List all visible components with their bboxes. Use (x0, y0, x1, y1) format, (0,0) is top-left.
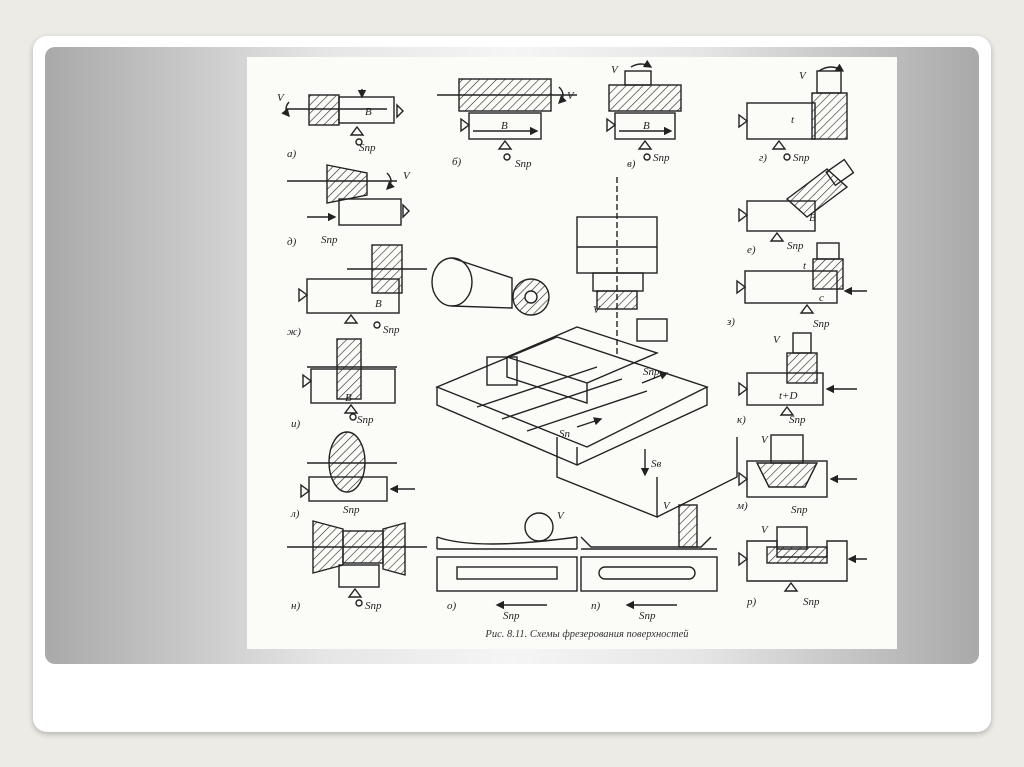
panel-label-zh: ж) (287, 326, 301, 338)
scheme-p (580, 504, 718, 610)
feed-label-l: Sпр (343, 504, 360, 516)
feed-label-r: Sпр (803, 596, 820, 608)
panel-label-d: д) (287, 236, 297, 248)
dim-label-z-t: t (803, 260, 807, 272)
scheme-n (287, 520, 427, 607)
dim-label-k: t+D (779, 390, 797, 402)
feed-label-v: Sпр (653, 152, 670, 164)
feed-label-a: Sпр (359, 142, 376, 154)
dim-label-i: B (345, 392, 352, 404)
feed-label-n: Sпр (365, 600, 382, 612)
dim-label-a: B (365, 106, 372, 118)
feed-label-g: Sпр (793, 152, 810, 164)
scheme-i (302, 338, 397, 421)
dim-label-g: t (791, 114, 795, 126)
panel-label-o: о) (447, 600, 457, 612)
scheme-zh (298, 244, 427, 329)
scheme-r (738, 526, 867, 592)
panel-label-b: б) (452, 156, 462, 168)
speed-label-b: V (567, 90, 575, 102)
panel-label-k: к) (737, 414, 746, 426)
scheme-l (300, 431, 415, 502)
slide-panel: а) Sпр V B б) Sпр V B в) Sпр V B г) Sпр … (45, 47, 979, 664)
figure-caption: Рис. 8.11. Схемы фрезерования поверхност… (485, 629, 689, 640)
panel-label-p: п) (591, 600, 601, 612)
scheme-a (281, 89, 404, 146)
feed-label-p: Sпр (639, 610, 656, 622)
feed-label-b: Sпр (515, 158, 532, 170)
scheme-d (287, 164, 410, 226)
panel-label-z: з) (726, 316, 735, 328)
scheme-m (738, 434, 857, 498)
milling-machine-center (431, 177, 738, 519)
feed-label-vertical: Sв (651, 458, 662, 470)
scheme-g (738, 63, 848, 161)
speed-label-v: V (611, 64, 619, 76)
speed-label-o: V (557, 510, 565, 522)
feed-label-i: Sпр (357, 414, 374, 426)
speed-label-p: V (663, 500, 671, 512)
scheme-k (738, 332, 857, 416)
feed-label-zh: Sпр (383, 324, 400, 336)
slide-card: а) Sпр V B б) Sпр V B в) Sпр V B г) Sпр … (33, 36, 991, 732)
feed-label-o: Sпр (503, 610, 520, 622)
feed-label-d: Sпр (321, 234, 338, 246)
feed-label-m: Sпр (791, 504, 808, 516)
dim-label-zh: B (375, 298, 382, 310)
feed-label-z: Sпр (813, 318, 830, 330)
panel-label-m: м) (736, 500, 748, 512)
speed-label-d: V (403, 170, 411, 182)
scheme-e (738, 158, 855, 242)
speed-label-k: V (773, 334, 781, 346)
speed-label-r: V (761, 524, 769, 536)
feed-label-longitudinal: Sпр (643, 366, 660, 378)
milling-diagram: а) Sпр V B б) Sпр V B в) Sпр V B г) Sпр … (277, 59, 867, 622)
scheme-b (437, 78, 577, 161)
dim-label-z: c (819, 292, 824, 304)
panel-label-i: и) (291, 418, 301, 430)
panel-label-n: н) (291, 600, 300, 612)
speed-label-g: V (799, 70, 807, 82)
panel-label-v: в) (627, 158, 636, 170)
speed-label-m: V (761, 434, 769, 446)
speed-label-center: V (593, 304, 601, 316)
speed-label-a: V (277, 92, 285, 104)
feed-label-cross: Sп (559, 428, 571, 440)
panel-label-g: г) (759, 152, 767, 164)
milling-schemes-figure: а) Sпр V B б) Sпр V B в) Sпр V B г) Sпр … (247, 57, 897, 649)
panel-label-a: а) (287, 148, 297, 160)
dim-label-e: B (809, 212, 816, 224)
dim-label-v: B (643, 120, 650, 132)
scheme-v (606, 59, 682, 161)
scheme-z (736, 242, 867, 314)
dim-label-b: B (501, 120, 508, 132)
feed-label-k: Sпр (789, 414, 806, 426)
panel-label-r: р) (746, 596, 757, 608)
feed-label-e: Sпр (787, 240, 804, 252)
scheme-o (436, 512, 578, 610)
panel-label-l: л) (290, 508, 300, 520)
panel-label-e: е) (747, 244, 756, 256)
